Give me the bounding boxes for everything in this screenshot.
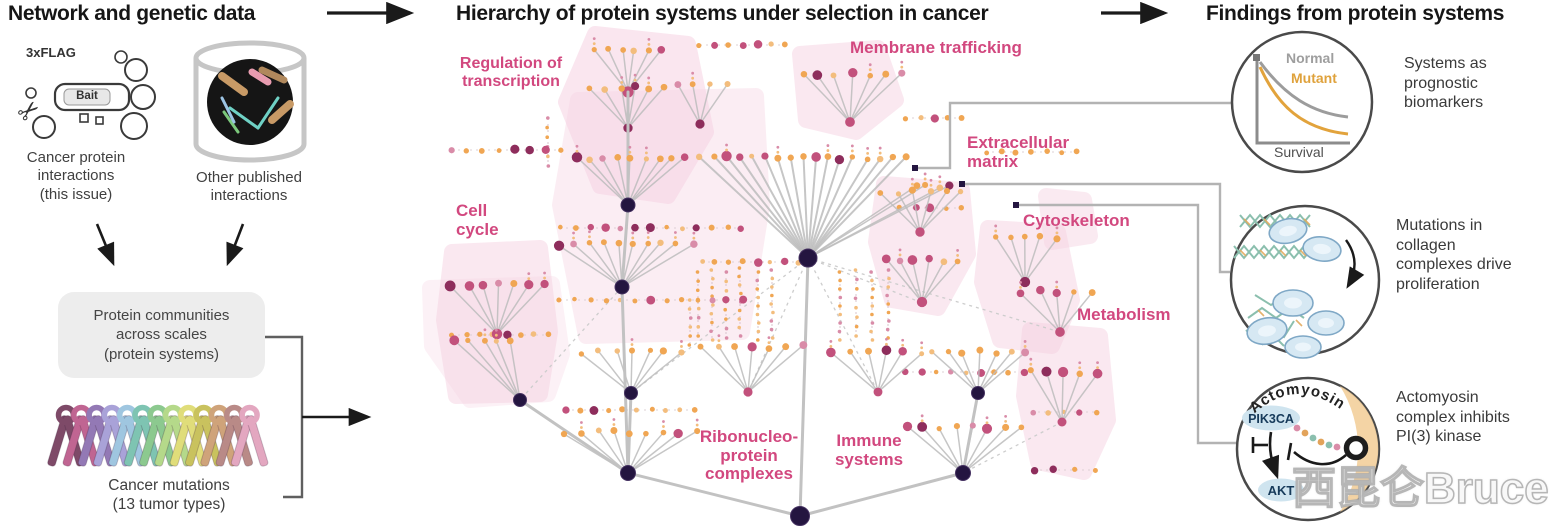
label-ribonucleoprotein: Ribonucleo- protein complexes bbox=[699, 427, 799, 484]
label-metabolism: Metabolism bbox=[1077, 305, 1171, 324]
middle-panel-title: Hierarchy of protein systems under selec… bbox=[456, 2, 989, 25]
communities-box: Protein communities across scales (prote… bbox=[58, 292, 265, 378]
pik3ca-node bbox=[1242, 405, 1300, 431]
actomyosin-circle: Actomyosin PIK3CA AKT bbox=[1235, 376, 1381, 522]
bracket bbox=[263, 335, 372, 499]
flag-label: 3xFLAG bbox=[26, 45, 76, 60]
cells-icon bbox=[1246, 217, 1345, 359]
myosin-ring-icon bbox=[1343, 435, 1369, 461]
label-cell-cycle: Cell cycle bbox=[456, 201, 499, 239]
caption-biomarkers: Systems as prognostic biomarkers bbox=[1404, 55, 1487, 112]
collagen-circle bbox=[1229, 204, 1381, 359]
database-caption: Other published interactions bbox=[196, 169, 302, 205]
finding-connectors bbox=[912, 101, 1236, 445]
converge-arrows bbox=[95, 223, 245, 267]
left-panel-title: Network and genetic data bbox=[8, 2, 256, 25]
watermark: 西昆仑Bruce bbox=[1291, 463, 1549, 514]
bait-construct-icon: ✂ bbox=[11, 50, 156, 140]
mutations-caption: Cancer mutations (13 tumor types) bbox=[108, 477, 230, 513]
inhibition-tbar bbox=[1251, 437, 1347, 466]
label-extracellular-matrix: Extracellular matrix bbox=[967, 133, 1070, 171]
bait-label: Bait bbox=[76, 90, 98, 102]
pik3ca-label: PIK3CA bbox=[1248, 412, 1294, 426]
survival-axes bbox=[1255, 57, 1350, 145]
right-panel-title: Findings from protein systems bbox=[1206, 2, 1505, 25]
pik3ca-to-akt-arrow bbox=[1261, 431, 1280, 480]
akt-node bbox=[1258, 478, 1304, 502]
label-cytoskeleton: Cytoskeleton bbox=[1023, 211, 1130, 230]
caption-actomyosin: Actomyosin complex inhibits PI(3) kinase bbox=[1396, 389, 1510, 446]
label-immune-systems: Immune systems bbox=[834, 431, 904, 469]
akt-label: AKT bbox=[1268, 483, 1295, 498]
normal-curve bbox=[1258, 61, 1349, 119]
label-membrane-trafficking: Membrane trafficking bbox=[850, 38, 1022, 57]
mutant-label: Mutant bbox=[1291, 70, 1337, 86]
survival-plot-circle bbox=[1230, 30, 1374, 174]
survival-axis-label: Survival bbox=[1274, 144, 1324, 160]
normal-label: Normal bbox=[1286, 50, 1335, 66]
label-regulation-of-transcription: Regulation of transcription bbox=[459, 55, 563, 90]
cancer-ribbons-icon bbox=[47, 404, 269, 467]
protein-hierarchy-network bbox=[422, 26, 1116, 526]
bait-caption: Cancer protein interactions (this issue) bbox=[26, 149, 126, 203]
mutant-curve bbox=[1258, 66, 1349, 136]
caption-collagen: Mutations in collagen complexes drive pr… bbox=[1396, 217, 1512, 293]
proliferation-arrow bbox=[1345, 239, 1365, 289]
database-icon bbox=[193, 40, 307, 163]
